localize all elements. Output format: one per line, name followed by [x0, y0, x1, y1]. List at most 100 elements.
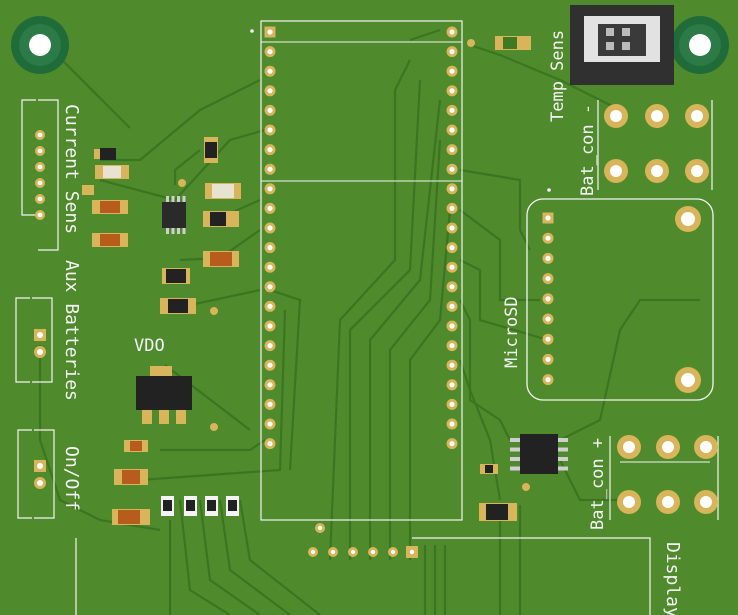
smd-diode-icon: [161, 496, 174, 516]
mounting-hole-top-right: [671, 16, 729, 74]
chip-leg: [510, 438, 520, 442]
mcu-module-outline: [260, 20, 463, 521]
bat-con-minus-label: Bat_con -: [578, 104, 598, 196]
connector-pin: [622, 42, 630, 50]
mcu-pin: [264, 124, 276, 136]
smd-resistor-icon: [114, 469, 148, 485]
bat-pad: [694, 435, 718, 459]
via: [178, 179, 186, 187]
smd-resistor-icon: [203, 251, 239, 267]
connector-pin: [35, 178, 45, 188]
mcu-pin: [264, 438, 276, 450]
mounting-hole-top-left: [11, 16, 69, 74]
mcu-pin: [264, 222, 276, 234]
regulator-leg: [176, 410, 186, 424]
on-off-label: On/Off: [61, 446, 82, 511]
mcu-pin: [446, 359, 458, 371]
mcu-pin: [446, 26, 458, 38]
pad-hole: [37, 332, 43, 338]
chip-leg: [171, 196, 175, 202]
copper-traces: [38, 28, 700, 615]
connector-pin: [35, 210, 45, 220]
mcu-pin: [446, 202, 458, 214]
regulator-leg: [142, 410, 152, 424]
mcu-pin: [446, 438, 458, 450]
temp-sens-connector: [467, 5, 674, 85]
bat-pad: [656, 435, 680, 459]
bat-pad: [685, 104, 709, 128]
microsd-module: [526, 188, 714, 401]
mcu-pin: [264, 242, 276, 254]
chip-leg: [558, 457, 568, 461]
connector-pin: [35, 162, 45, 172]
smd-resistor-icon: [92, 200, 128, 214]
smd-resistor-body: [503, 37, 517, 49]
smd-resistor-icon: [112, 509, 150, 525]
mcu-pin: [264, 46, 276, 58]
mcu-pin: [446, 163, 458, 175]
pad-hole: [37, 349, 43, 355]
connector-pin: [35, 194, 45, 204]
mcu-pin: [446, 418, 458, 430]
temp-sens-label: Temp Sens: [548, 30, 568, 122]
aux-batteries-connector: [15, 297, 53, 383]
mcu-pin: [264, 281, 276, 293]
smd-resistor-icon: [203, 211, 239, 227]
display-outline: [412, 537, 651, 615]
mcu-pin: [446, 379, 458, 391]
mcu-pin: [446, 46, 458, 58]
connector-pin: [622, 28, 630, 36]
pad-hole: [37, 480, 43, 486]
chip-leg: [510, 447, 520, 452]
via: [467, 39, 475, 47]
mcu-pin: [264, 418, 276, 430]
mcu-pin: [446, 340, 458, 352]
mcu-pin: [264, 26, 276, 38]
mcu-pin: [446, 398, 458, 410]
mount-pad-hole: [681, 373, 695, 387]
via: [210, 423, 218, 431]
chip-leg: [510, 466, 520, 471]
mcu-pin: [264, 144, 276, 156]
mcu-pin: [264, 340, 276, 352]
chip-leg: [177, 196, 180, 202]
pin1-marker: [250, 29, 254, 33]
chip-leg: [171, 228, 175, 234]
ic-chip-icon: [162, 196, 186, 234]
sd-pin: [542, 293, 554, 305]
mcu-pin: [264, 320, 276, 332]
mcu-pin: [446, 242, 458, 254]
smd-resistor-icon: [162, 268, 190, 284]
connector-pin: [35, 130, 45, 140]
smd-resistor-icon: [94, 148, 116, 160]
connector-outline: [15, 297, 30, 383]
sd-pin: [542, 273, 554, 285]
mcu-pin: [264, 359, 276, 371]
bat-pad: [617, 490, 641, 514]
mcu-pin: [446, 65, 458, 77]
mcu-pin: [446, 281, 458, 293]
smd-resistor-icon: [95, 165, 129, 179]
mcu-pin: [446, 261, 458, 273]
smd-resistor-icon: [205, 183, 241, 199]
bat-pad: [656, 490, 680, 514]
smd-diode-icon: [226, 496, 239, 516]
bat-pad: [694, 490, 718, 514]
mcu-pin: [264, 300, 276, 312]
aux-batteries-label: Aux Batteries: [61, 260, 82, 401]
microsd-label: MicroSD: [502, 296, 522, 368]
smd-resistor-icon: [92, 233, 128, 247]
bat-pad: [645, 104, 669, 128]
smd-diode-icon: [184, 496, 197, 516]
regulator-body: [136, 376, 192, 410]
sd-pin: [542, 212, 554, 224]
mcu-pin: [264, 85, 276, 97]
display-header-pads: [308, 523, 418, 558]
sd-pin: [542, 353, 554, 365]
smd-resistor-icon: [204, 137, 218, 163]
chip-leg: [177, 228, 180, 234]
smd-resistor-icon: [160, 298, 196, 314]
ic-chip-icon: [479, 434, 568, 521]
mcu-pin: [446, 104, 458, 116]
smd-resistor-icon: [480, 464, 498, 474]
